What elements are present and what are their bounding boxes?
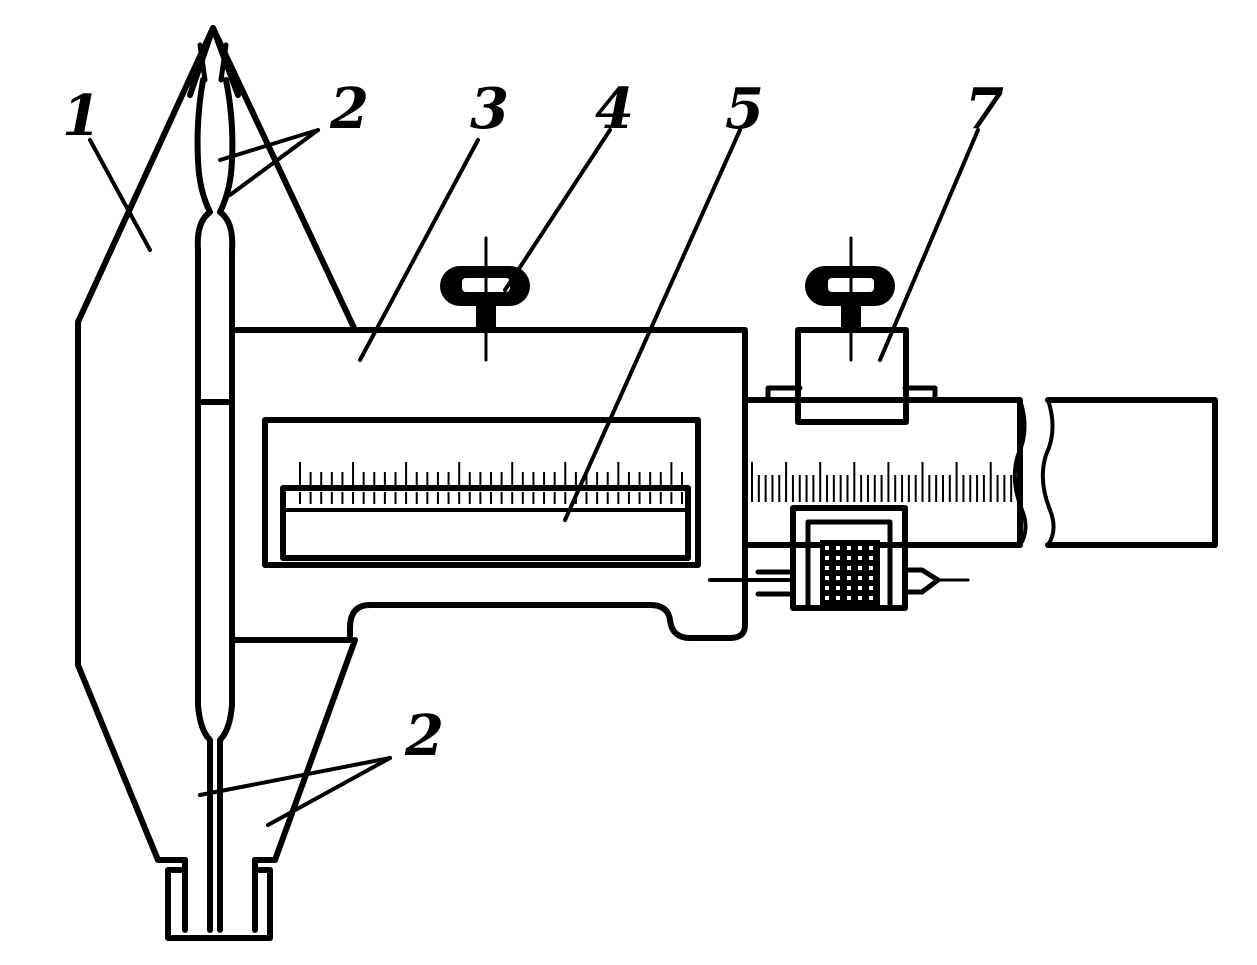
sliding-frame [229,327,792,643]
knurl-dot [825,576,829,580]
knurl-dot [858,596,862,600]
knurl-dot [836,566,840,570]
label-1: 1 [62,83,101,149]
knurl-dot [847,566,851,570]
knurl-dot [825,596,829,600]
knurl-dot [869,566,873,570]
label-5: 5 [725,76,764,142]
knurl-dot [869,596,873,600]
main-scale-ticks [751,462,1019,502]
knurl-dot [825,566,829,570]
knurl-pattern [825,546,873,600]
clamp-screw-frame [440,236,530,362]
label-4: 4 [595,76,634,142]
knurl-dot [858,566,862,570]
knurl-dot [869,586,873,590]
knurl-dot [869,576,873,580]
knurl-dot [847,576,851,580]
callout-labels: 1 2 3 4 5 7 2 [62,76,1004,769]
main-beam [742,397,1218,548]
label-3: 3 [470,76,509,142]
knurl-dot [825,556,829,560]
knurl-dot [847,586,851,590]
leader-lines [88,128,980,827]
knurl-dot [858,546,862,550]
fine-adjust-nut [755,505,970,611]
vernier-scale-ticks [299,462,683,504]
fixed-jaw [75,25,358,941]
knurl-dot [847,596,851,600]
knurl-dot [847,556,851,560]
label-7: 7 [965,76,1004,142]
knurl-dot [836,556,840,560]
micro-feed-block [765,236,938,425]
knurl-dot [836,576,840,580]
label-2-bottom: 2 [404,703,444,769]
knurl-dot [825,586,829,590]
knurl-dot [869,546,873,550]
knurl-dot [869,556,873,560]
knurl-dot [836,596,840,600]
knurl-dot [858,586,862,590]
knurl-dot [858,576,862,580]
knurl-dot [836,586,840,590]
label-2-top: 2 [329,76,369,142]
knurl-dot [847,546,851,550]
knurl-dot [825,546,829,550]
knurl-dot [858,556,862,560]
knurl-dot [836,546,840,550]
